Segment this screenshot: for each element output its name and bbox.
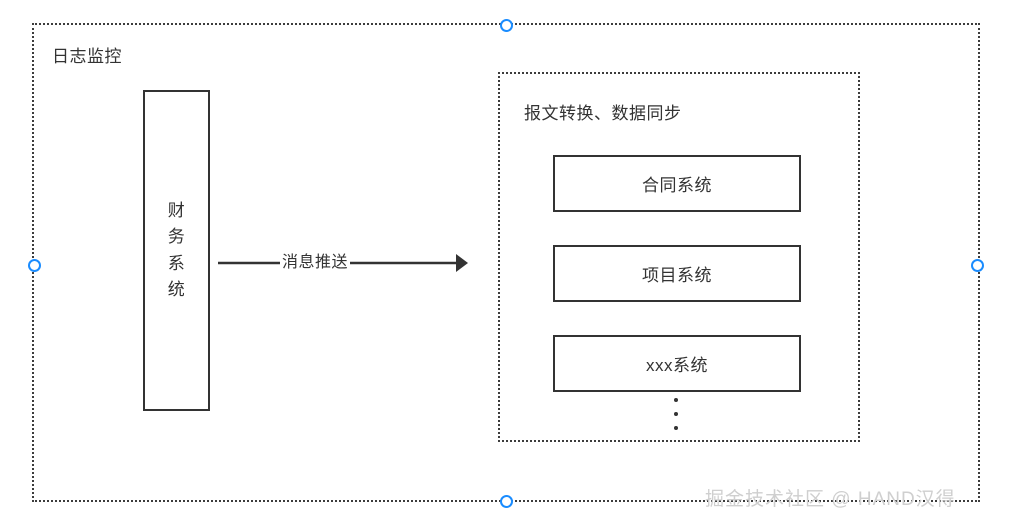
node-contract-system-label: 合同系统 [642,176,712,195]
selection-handle-left[interactable] [28,259,41,272]
node-project-system[interactable]: 项目系统 [553,245,801,302]
node-finance-system[interactable]: 财 务 系 统 [143,90,210,411]
node-xxx-system[interactable]: xxx系统 [553,335,801,392]
node-contract-system[interactable]: 合同系统 [553,155,801,212]
ellipsis-dot [674,398,678,402]
outer-container-label: 日志监控 [52,47,122,66]
finance-char-2: 务 [167,227,186,247]
selection-handle-bottom[interactable] [500,495,513,508]
ellipsis-dot [674,412,678,416]
vertical-ellipsis-icon [668,398,684,430]
finance-char-3: 系 [167,253,186,273]
connector-label: 消息推送 [280,248,351,272]
node-xxx-system-label: xxx系统 [646,356,708,375]
selection-handle-top[interactable] [500,19,513,32]
finance-char-1: 财 [167,200,186,220]
selection-handle-right[interactable] [971,259,984,272]
node-project-system-label: 项目系统 [642,266,712,285]
ellipsis-dot [674,426,678,430]
watermark: 掘金技术社区 @ HAND汉得 [705,489,956,510]
connector-message-push[interactable]: 消息推送 [218,238,468,288]
node-finance-system-label: 财 务 系 统 [168,198,186,303]
inner-container-label: 报文转换、数据同步 [524,104,682,123]
finance-char-4: 统 [167,279,186,299]
inner-container-message-conversion[interactable] [498,72,860,442]
